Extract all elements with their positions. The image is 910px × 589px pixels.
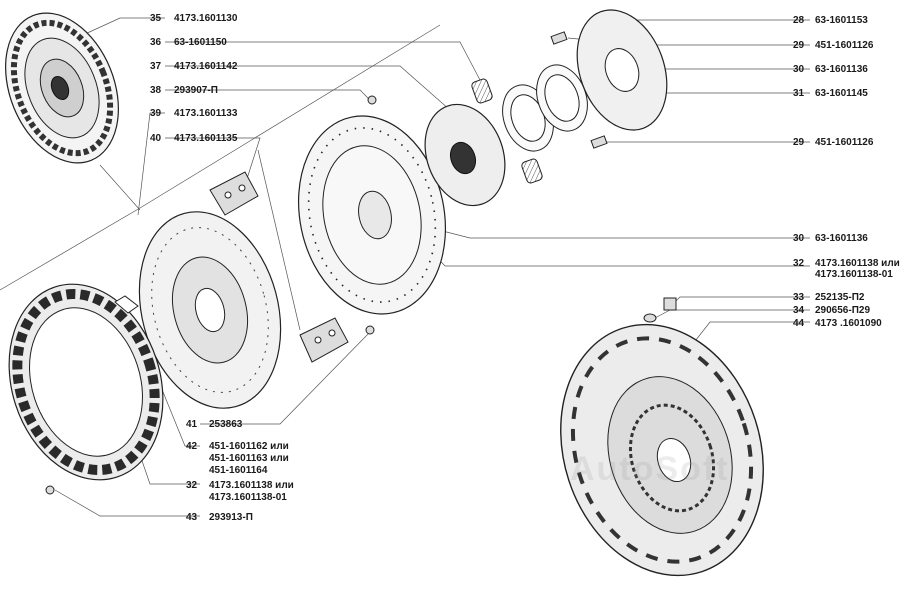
friction-lining-ring [8, 283, 164, 481]
pin-upper [550, 31, 568, 45]
part-code: 253863 [209, 419, 243, 430]
part-code: 63-1601153 [815, 15, 868, 26]
spring-lower [521, 158, 543, 184]
rivet-41 [365, 325, 375, 335]
part-code-alt: 4173.1601138-01 [209, 492, 287, 503]
spring-clip [114, 295, 139, 314]
callout-number: 32 [793, 258, 805, 269]
part-code: 4173.1601138 или [815, 258, 900, 269]
part-code: 63-1601150 [174, 37, 227, 48]
callout-number: 37 [150, 61, 162, 72]
friction-segment-upper [209, 171, 259, 216]
part-code-alt: 451-1601163 или [209, 453, 289, 464]
callout-number: 28 [793, 15, 805, 26]
part-code: 4173 .1601090 [815, 318, 882, 329]
part-code: 293913-П [209, 512, 253, 523]
part-code: 451-1601162 или [209, 441, 289, 452]
part-code: 63-1601136 [815, 64, 868, 75]
callout-number: 35 [150, 13, 162, 24]
callout-number: 42 [186, 441, 198, 452]
damper-plate [576, 9, 668, 131]
pressure-disc [297, 115, 447, 315]
callout-number: 36 [150, 37, 162, 48]
callout-number: 44 [793, 318, 805, 329]
part-code: 63-1601145 [815, 88, 868, 99]
part-code: 4173.1601135 [174, 133, 238, 144]
callout-number: 29 [793, 40, 805, 51]
part-code: 293907-П [174, 85, 218, 96]
clutch-disc-assembly [5, 12, 119, 164]
washer-inner [536, 64, 588, 132]
rivet-38 [367, 95, 377, 105]
callout-number: 38 [150, 85, 162, 96]
callout-number: 31 [793, 88, 805, 99]
clutch-cover [560, 323, 764, 577]
part-code: 290656-П29 [815, 305, 871, 316]
callout-number: 43 [186, 512, 198, 523]
pin-lower [590, 135, 608, 149]
callout-number: 33 [793, 292, 805, 303]
part-code: 451-1601126 [815, 40, 874, 51]
part-code-alt: 451-1601164 [209, 465, 268, 476]
part-code: 4173.1601138 или [209, 480, 294, 491]
bolt [663, 297, 677, 311]
part-code: 4173.1601142 [174, 61, 238, 72]
callout-number: 40 [150, 133, 162, 144]
part-code: 4173.1601133 [174, 108, 238, 119]
part-code: 451-1601126 [815, 137, 874, 148]
callout-number: 32 [186, 480, 198, 491]
part-code: 4173.1601130 [174, 13, 238, 24]
lock-washer [643, 313, 657, 323]
driven-disc-plate [138, 211, 282, 409]
spring-upper [471, 78, 493, 104]
callout-number: 41 [186, 419, 198, 430]
part-code-alt: 4173.1601138-01 [815, 269, 893, 280]
callout-number: 34 [793, 305, 805, 316]
part-code: 63-1601136 [815, 233, 868, 244]
hub [424, 103, 506, 207]
part-code: 252135-П2 [815, 292, 865, 303]
callout-number: 29 [793, 137, 805, 148]
callout-number: 30 [793, 64, 805, 75]
rivet-43 [45, 485, 55, 495]
watermark: AutoSoft [570, 450, 730, 488]
callout-number: 30 [793, 233, 805, 244]
callout-number: 39 [150, 108, 162, 119]
friction-segment-lower [299, 317, 349, 363]
